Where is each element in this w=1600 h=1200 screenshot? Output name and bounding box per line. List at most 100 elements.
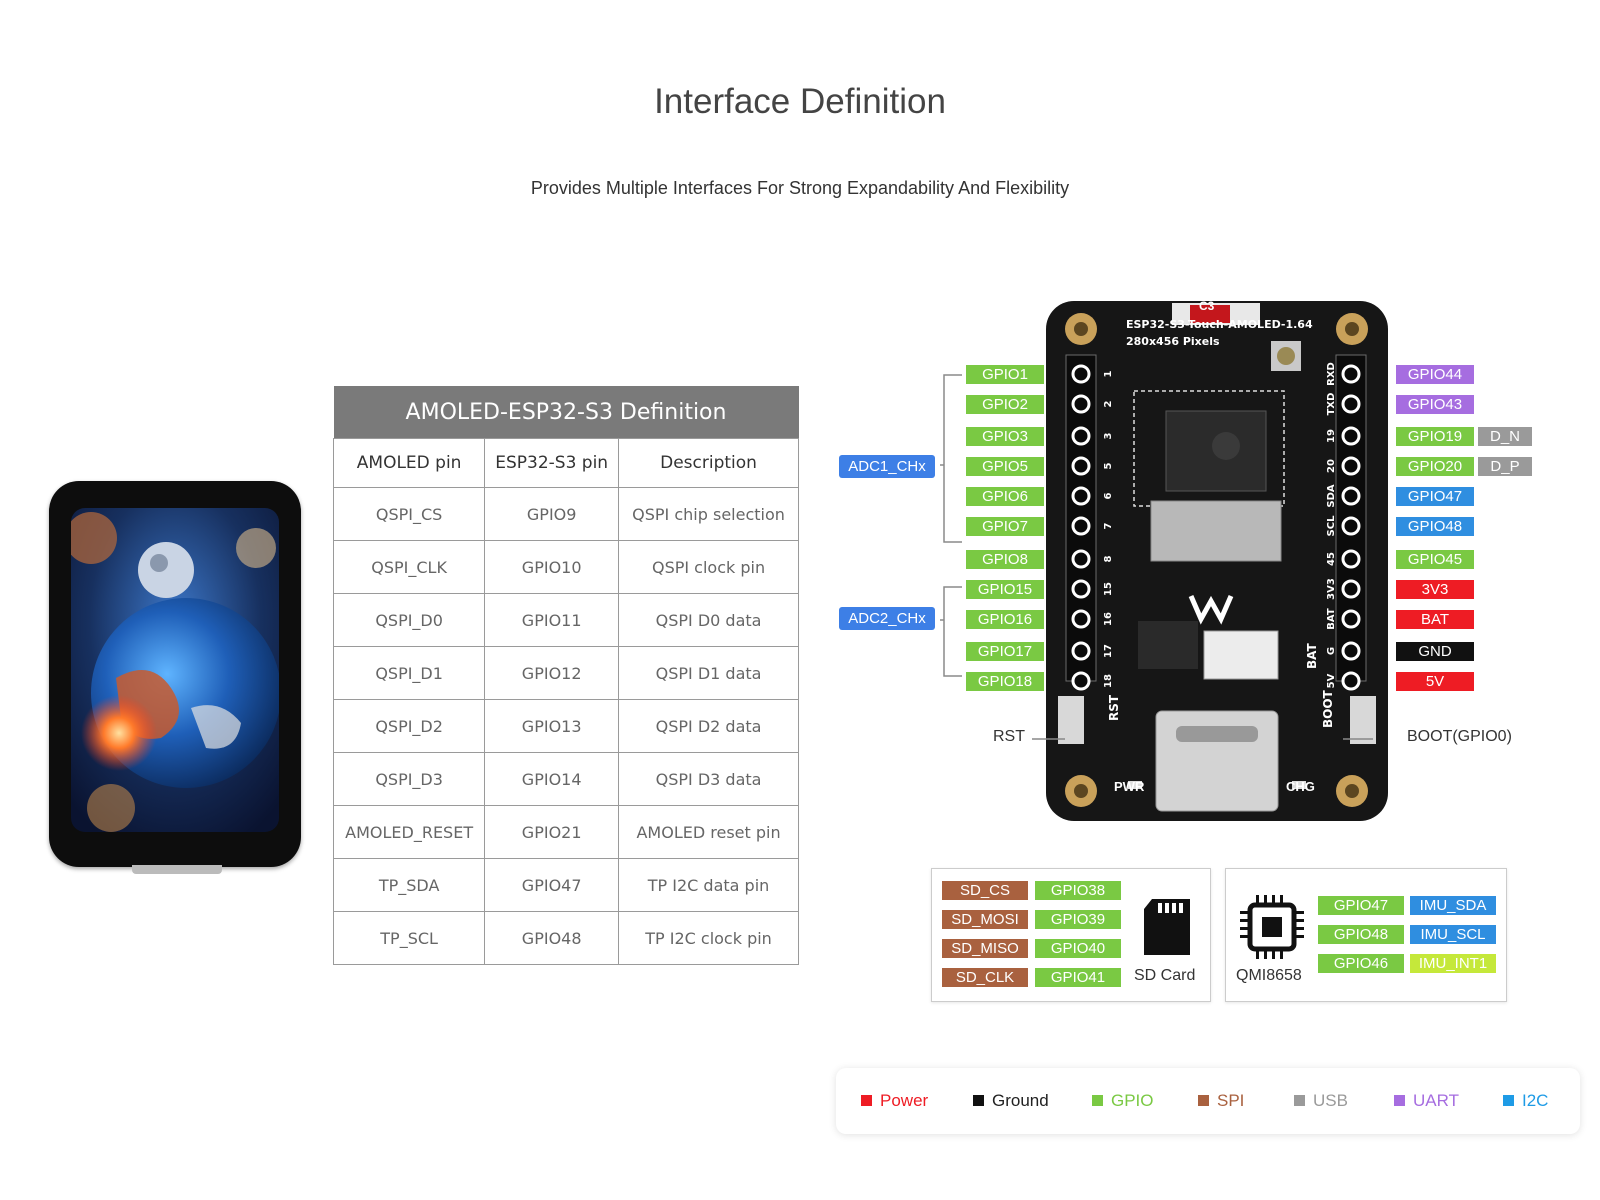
- pin-silk-label: SDA: [1326, 484, 1337, 508]
- definition-table: AMOLED-ESP32-S3 Definition AMOLED pin ES…: [332, 386, 799, 965]
- table-cell: QSPI D1 data: [618, 646, 799, 700]
- legend-item: Ground: [973, 1091, 1049, 1111]
- legend-swatch: [1092, 1095, 1103, 1106]
- pin-silk-label: G: [1326, 647, 1337, 655]
- legend-label: USB: [1313, 1091, 1348, 1110]
- imu-signal-label: IMU_SDA: [1410, 896, 1496, 915]
- pin-label-right: 5V: [1396, 672, 1474, 691]
- header-hole: [1341, 364, 1361, 384]
- table-cell: GPIO9: [484, 487, 620, 541]
- pin-silk-number: 1: [1103, 370, 1114, 377]
- pin-label-right: GPIO47: [1396, 487, 1474, 506]
- imu-gpio-label: GPIO48: [1318, 925, 1404, 944]
- pin-label-left: GPIO2: [966, 395, 1044, 414]
- table-cell: QSPI_CLK: [332, 540, 486, 594]
- board-name: ESP32-S3-Touch-AMOLED-1.64: [1126, 318, 1313, 331]
- table-cell: QSPI_D1: [332, 646, 486, 700]
- table-cell: QSPI_D3: [332, 752, 486, 806]
- table-cell: QSPI_CS: [332, 487, 486, 541]
- table-cell: QSPI clock pin: [618, 540, 799, 594]
- button-callout-lines: [1032, 738, 1373, 740]
- table-caption: AMOLED-ESP32-S3 Definition: [333, 386, 799, 439]
- pin-label-right: BAT: [1396, 610, 1474, 629]
- usb-pin-label: D_N: [1478, 427, 1532, 446]
- pin-silk-label: 3V3: [1326, 578, 1337, 600]
- legend-label: SPI: [1217, 1091, 1245, 1110]
- header-hole: [1341, 394, 1361, 414]
- pin-silk-number: 15: [1103, 582, 1114, 596]
- pin-silk-label: TXD: [1326, 393, 1337, 416]
- sd-signal-label: SD_MOSI: [942, 910, 1028, 929]
- pin-silk-label: 45: [1326, 552, 1337, 566]
- pin-silk-number: 16: [1103, 612, 1114, 626]
- table-cell: QSPI chip selection: [618, 487, 799, 541]
- boot-silk: BOOT: [1321, 689, 1335, 728]
- pin-silk-label: 5V: [1326, 673, 1337, 688]
- column-header: Description: [618, 438, 799, 488]
- table-cell: GPIO47: [484, 858, 620, 912]
- header-hole: [1071, 516, 1091, 536]
- pin-label-right: 3V3: [1396, 580, 1474, 599]
- page-subtitle: Provides Multiple Interfaces For Strong …: [530, 178, 1070, 198]
- header-hole: [1071, 394, 1091, 414]
- pin-silk-number: 2: [1103, 400, 1114, 407]
- header-hole: [1071, 641, 1091, 661]
- pin-label-left: GPIO7: [966, 517, 1044, 536]
- adc-brackets: [940, 374, 962, 677]
- pin-label-left: GPIO8: [966, 550, 1044, 569]
- pin-label-right: GPIO44: [1396, 365, 1474, 384]
- table-cell: AMOLED reset pin: [618, 805, 799, 859]
- pin-label-right: GPIO45: [1396, 550, 1474, 569]
- pin-label-left: GPIO17: [966, 642, 1044, 661]
- table-cell: AMOLED_RESET: [332, 805, 486, 859]
- pin-label-left: GPIO3: [966, 427, 1044, 446]
- legend-swatch: [1294, 1095, 1305, 1106]
- amoled-device-image: [49, 481, 301, 867]
- pin-silk-number: 6: [1103, 492, 1114, 499]
- page-title: Interface Definition: [654, 82, 946, 121]
- bat-silk: BAT: [1305, 642, 1319, 669]
- pin-silk-number: 8: [1103, 555, 1114, 562]
- legend-label: Power: [880, 1091, 929, 1110]
- table-cell: GPIO12: [484, 646, 620, 700]
- table-cell: GPIO48: [484, 911, 620, 965]
- legend-swatch: [973, 1095, 984, 1106]
- pin-label-right: GPIO43: [1396, 395, 1474, 414]
- pin-label-right: GPIO48: [1396, 517, 1474, 536]
- pin-label-left: GPIO18: [966, 672, 1044, 691]
- header-hole: [1071, 609, 1091, 629]
- legend-item: SPI: [1198, 1091, 1244, 1111]
- rst-label: RST: [993, 728, 1025, 745]
- board-chip-marking: C3: [1199, 299, 1215, 313]
- chg-silk: CHG: [1286, 779, 1315, 794]
- header-hole: [1341, 641, 1361, 661]
- legend-item: Power: [861, 1091, 928, 1111]
- legend-swatch: [1503, 1095, 1514, 1106]
- sd-card-label: SD Card: [1134, 967, 1196, 984]
- board-resolution: 280x456 Pixels: [1126, 335, 1220, 348]
- sd-signal-label: SD_MISO: [942, 939, 1028, 958]
- pin-silk-number: 7: [1103, 522, 1114, 529]
- table-cell: QSPI D0 data: [618, 593, 799, 647]
- header-hole: [1341, 426, 1361, 446]
- boot-label: BOOT(GPIO0): [1407, 728, 1512, 745]
- sd-gpio-label: GPIO38: [1035, 881, 1121, 900]
- table-cell: GPIO21: [484, 805, 620, 859]
- pin-silk-label: SCL: [1326, 515, 1337, 537]
- chip-icon: [1240, 895, 1304, 959]
- imu-signal-label: IMU_INT1: [1410, 954, 1496, 973]
- pin-silk-number: 17: [1103, 644, 1114, 658]
- device-screen-image: [71, 508, 279, 832]
- table-cell: GPIO10: [484, 540, 620, 594]
